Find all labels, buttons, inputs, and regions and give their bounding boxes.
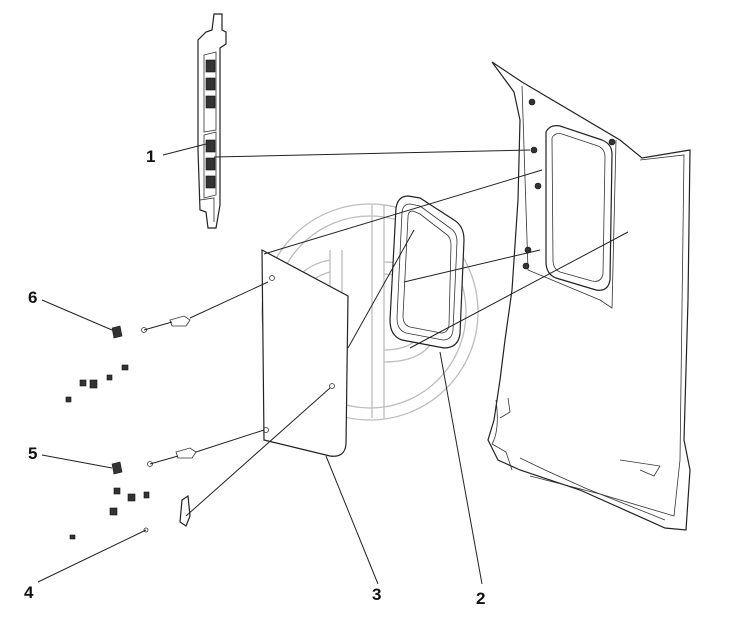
part-3-glass-panel	[261, 248, 349, 457]
callout-1: 1	[146, 147, 155, 166]
callout-5: 5	[28, 444, 37, 463]
callout-3: 3	[372, 585, 381, 604]
callout-6: 6	[28, 288, 37, 307]
callout-4: 4	[24, 583, 34, 602]
part-1-bracket	[197, 13, 227, 229]
leader-lines	[37, 143, 629, 585]
callout-2: 2	[476, 589, 485, 608]
clip-set-lower	[69, 447, 197, 540]
part-2-seal	[389, 195, 465, 349]
clip-set-upper	[65, 315, 191, 403]
body-side-panel	[487, 61, 691, 531]
